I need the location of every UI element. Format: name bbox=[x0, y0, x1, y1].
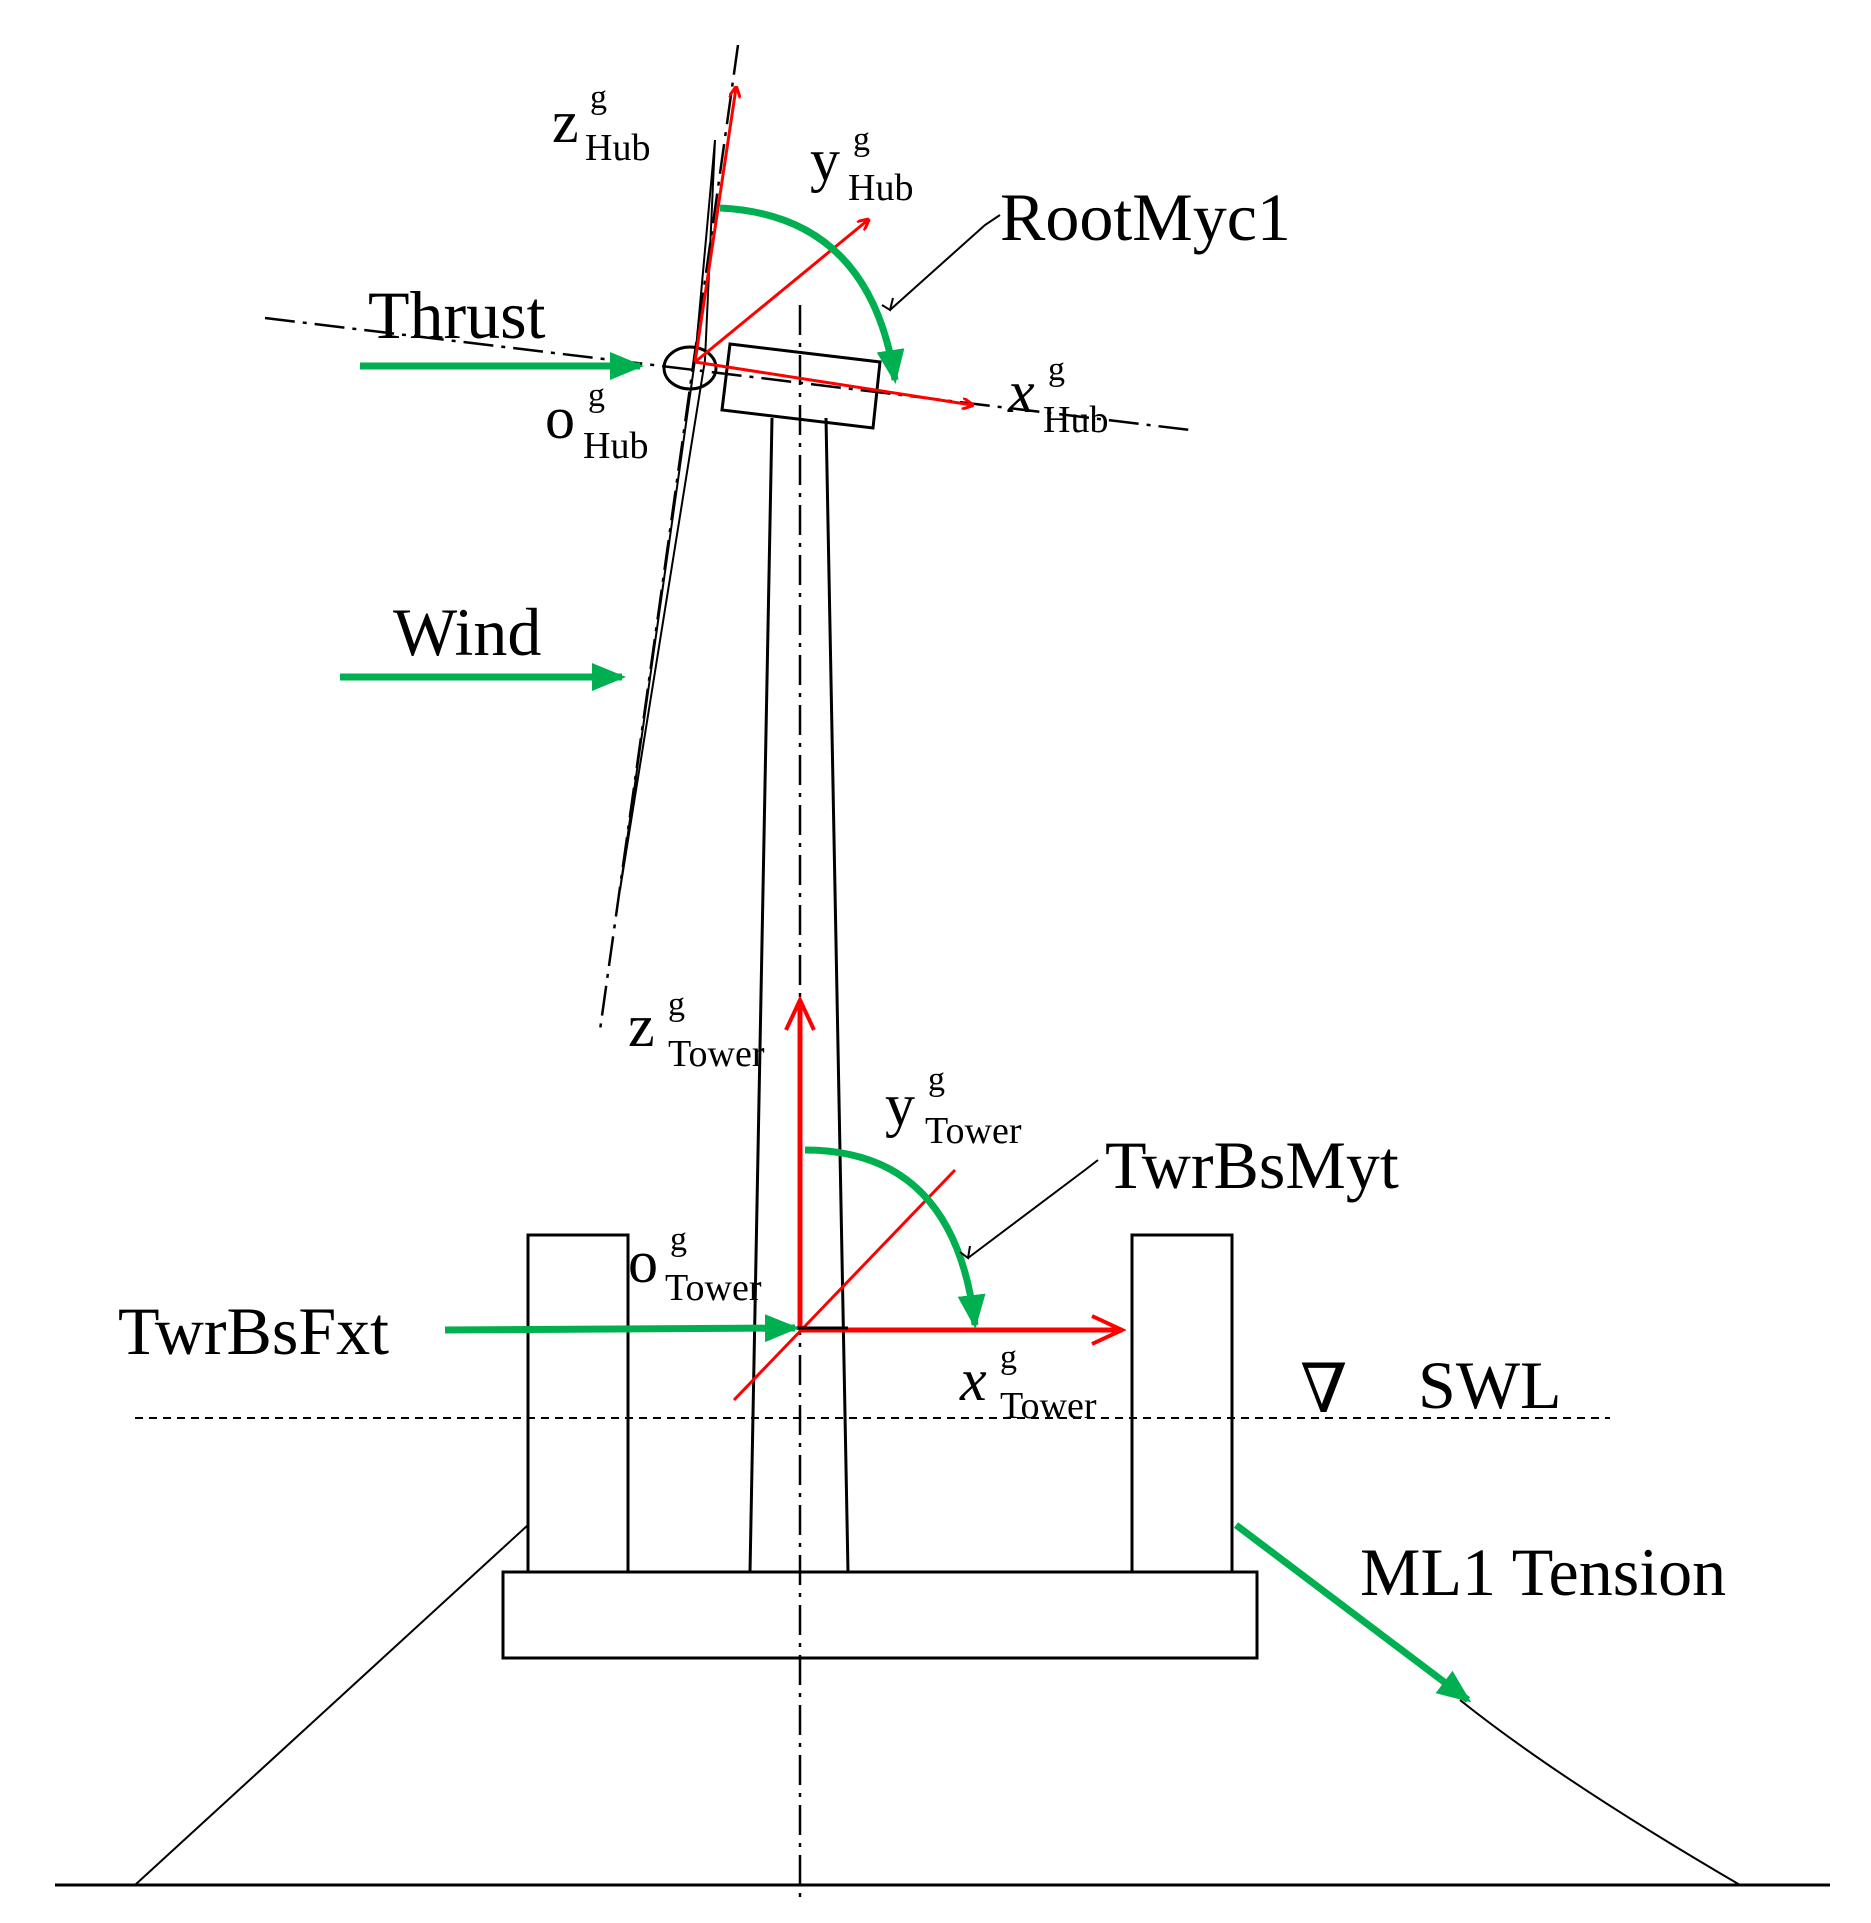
root-myc1-leader-head bbox=[881, 297, 894, 312]
hub-z-label: z g Hub bbox=[552, 79, 650, 169]
hub bbox=[662, 345, 718, 391]
svg-text:g: g bbox=[590, 79, 607, 116]
svg-text:g: g bbox=[670, 1221, 687, 1258]
swl-label: SWL bbox=[1418, 1347, 1562, 1423]
svg-text:g: g bbox=[853, 121, 870, 158]
svg-text:Hub: Hub bbox=[583, 425, 648, 467]
svg-text:Hub: Hub bbox=[585, 127, 650, 169]
ml1-tension-label: ML1 Tension bbox=[1360, 1534, 1726, 1610]
svg-text:Tower: Tower bbox=[925, 1110, 1022, 1152]
tower-origin-label: o g Tower bbox=[628, 1221, 762, 1309]
svg-text:o: o bbox=[628, 1229, 658, 1295]
hub-x-axis bbox=[694, 360, 972, 405]
platform-pontoon bbox=[501, 1570, 1259, 1660]
tower-z-label: z g Tower bbox=[628, 986, 765, 1075]
svg-text:Tower: Tower bbox=[665, 1267, 762, 1309]
svg-text:g: g bbox=[668, 986, 685, 1023]
ml1-tension-arrow bbox=[1233, 1522, 1472, 1703]
root-myc1-label: RootMyc1 bbox=[1000, 179, 1291, 255]
svg-text:y: y bbox=[810, 127, 840, 193]
svg-text:Hub: Hub bbox=[848, 167, 913, 209]
svg-text:Tower: Tower bbox=[668, 1033, 765, 1075]
root-myc1-moment-arrow bbox=[719, 204, 905, 384]
root-myc1-leader bbox=[889, 214, 1001, 311]
mooring-line-right bbox=[1459, 1699, 1741, 1886]
hub-x-label: x g Hub bbox=[1007, 351, 1108, 441]
hub-y-label: y g Hub bbox=[810, 121, 913, 209]
hub-origin-label: o g Hub bbox=[545, 377, 648, 467]
platform-column-left bbox=[526, 1233, 630, 1574]
twr-bs-myt-moment-arrow bbox=[804, 1146, 986, 1329]
twr-bs-myt-leader-head bbox=[959, 1245, 971, 1260]
tower-x-label: x g Tower bbox=[959, 1339, 1097, 1427]
svg-text:g: g bbox=[928, 1061, 945, 1098]
svg-text:g: g bbox=[1048, 351, 1065, 388]
svg-text:Tower: Tower bbox=[1000, 1385, 1097, 1427]
mooring-line-left bbox=[134, 1524, 529, 1886]
platform-column-right bbox=[1130, 1233, 1234, 1574]
rotor-blade bbox=[619, 139, 716, 891]
hub-z-axis bbox=[693, 88, 736, 363]
tower-y-axis bbox=[732, 1168, 957, 1402]
twr-bs-myt-leader bbox=[967, 1159, 1099, 1259]
twr-bs-fxt-label: TwrBsFxt bbox=[118, 1293, 389, 1369]
svg-text:g: g bbox=[588, 377, 605, 414]
svg-text:z: z bbox=[628, 993, 655, 1059]
rotor-axis bbox=[264, 316, 1191, 432]
twr-bs-fxt-arrow bbox=[444, 1314, 799, 1343]
svg-text:x: x bbox=[959, 1347, 987, 1413]
svg-text:x: x bbox=[1007, 359, 1035, 425]
svg-text:o: o bbox=[545, 385, 575, 451]
hub-y-axis bbox=[694, 220, 868, 364]
swl-symbol: ∇ bbox=[1300, 1351, 1347, 1427]
svg-text:y: y bbox=[885, 1072, 915, 1138]
tower-y-label: y g Tower bbox=[885, 1061, 1022, 1152]
svg-text:g: g bbox=[1000, 1339, 1017, 1376]
nacelle bbox=[720, 342, 882, 430]
thrust-label: Thrust bbox=[368, 277, 546, 353]
wind-label: Wind bbox=[393, 594, 541, 670]
twr-bs-myt-label: TwrBsMyt bbox=[1105, 1127, 1399, 1203]
svg-text:z: z bbox=[552, 89, 579, 155]
svg-text:Hub: Hub bbox=[1043, 399, 1108, 441]
